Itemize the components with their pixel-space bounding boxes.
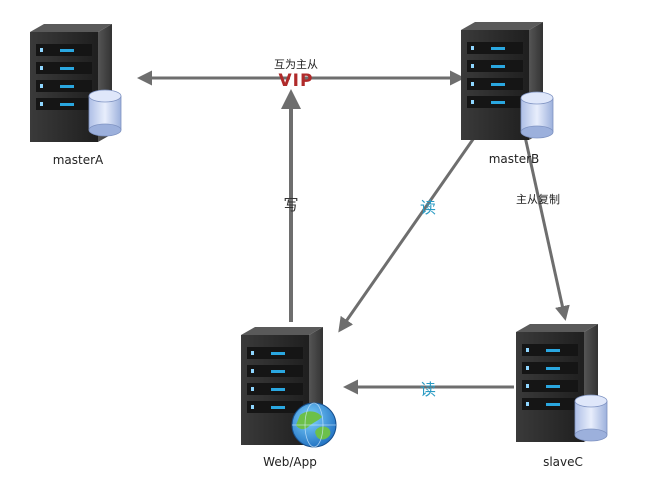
node-slaveC: slaveC	[516, 324, 608, 469]
globe-icon	[291, 402, 337, 448]
node-masterA: masterA	[30, 24, 122, 167]
edge-label-write: 写	[283, 196, 298, 214]
database-icon	[574, 394, 608, 442]
node-label-slaveC: slaveC	[543, 455, 583, 469]
edge-label-replication: 主从复制	[516, 192, 560, 206]
node-webapp: Web/App	[241, 327, 337, 469]
edge-label-mutual: 互为主从	[274, 58, 318, 71]
edge-label-read-slaveC: 读	[420, 380, 436, 399]
node-label-webapp: Web/App	[263, 455, 317, 469]
vip-label: VIP	[279, 71, 314, 91]
node-label-masterA: masterA	[53, 153, 104, 167]
node-masterB: masterB	[461, 22, 554, 166]
node-label-masterB: masterB	[489, 152, 540, 166]
database-icon	[520, 91, 554, 139]
edge-label-read-masterB: 读	[420, 198, 436, 217]
database-icon	[88, 89, 122, 137]
